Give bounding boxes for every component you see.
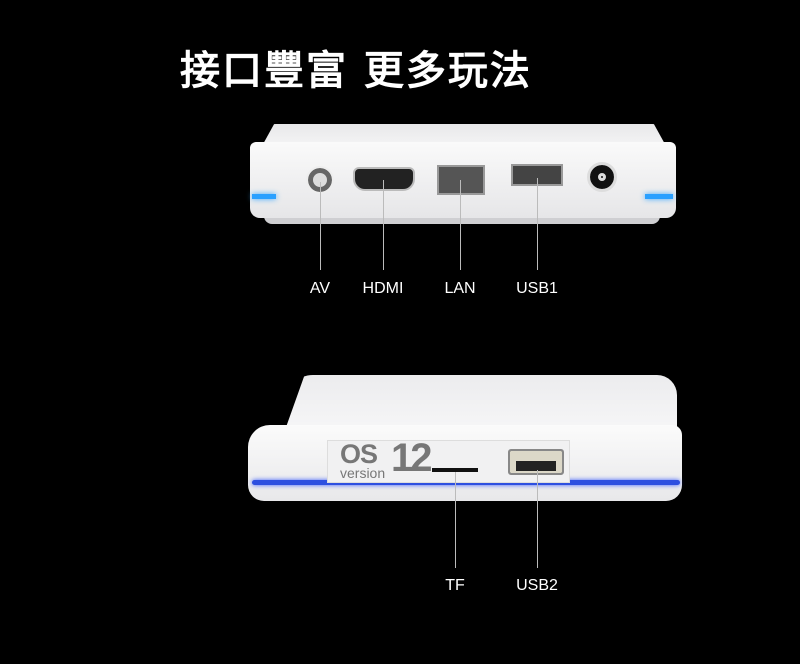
usb1-pointer-line [537,178,538,270]
tf-label: TF [445,577,465,594]
av-port [306,166,334,194]
lan-port [437,165,485,195]
av-pointer-line [320,182,321,270]
hdmi-pointer-line [383,180,384,270]
box-top [285,375,677,430]
hdmi-label: HDMI [362,280,404,297]
av-label: AV [309,280,331,297]
tf-pointer-line [455,472,456,568]
box-top [262,124,666,146]
led-strip-right [645,194,673,199]
usb2-pointer-line [537,470,538,568]
page-title: 接口豐富 更多玩法 [180,48,532,94]
usb2-port [508,449,564,475]
lan-label: LAN [444,280,476,297]
hdmi-port [353,167,415,191]
led-strip-left [252,194,276,199]
usb2-label: USB2 [516,577,558,594]
tf-card-slot [432,468,478,472]
usb1-label: USB1 [516,280,558,297]
os-number: 12 [391,436,432,480]
lan-pointer-line [460,180,461,270]
os-brand: OS [340,439,378,469]
os-version-text: version [340,465,386,481]
dc-power-port [587,162,617,192]
box-base [264,214,660,224]
